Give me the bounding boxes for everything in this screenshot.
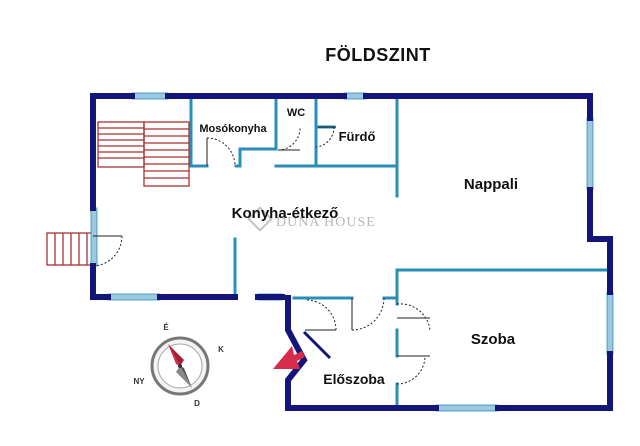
room-label-nappali: Nappali (464, 176, 518, 193)
room-label-szoba: Szoba (471, 331, 516, 348)
interior-stairs (97, 121, 190, 187)
watermark-text: DUNA HOUSE (276, 215, 376, 230)
room-label-konyha: Konyha-étkező (232, 205, 339, 222)
inner-walls (189, 95, 609, 410)
watermark-logo: DUNA HOUSE (247, 206, 376, 232)
room-label-eloszoba: Előszoba (323, 371, 385, 387)
room-label-mosokonyha: Mosókonyha (199, 123, 267, 135)
compass-north-label: É (163, 323, 169, 332)
room-label-wc: WC (287, 107, 305, 119)
exterior-stairs (46, 232, 94, 266)
floor-title: FÖLDSZINT (325, 45, 431, 65)
compass-icon: É K D NY (133, 323, 224, 408)
room-label-furdo: Fürdő (339, 129, 376, 144)
compass-east-label: K (218, 345, 224, 354)
compass-south-label: D (194, 399, 200, 408)
compass-west-label: NY (133, 377, 145, 386)
outer-walls (90, 93, 613, 411)
doors (92, 126, 431, 385)
entry-arrow-icon (273, 346, 305, 369)
